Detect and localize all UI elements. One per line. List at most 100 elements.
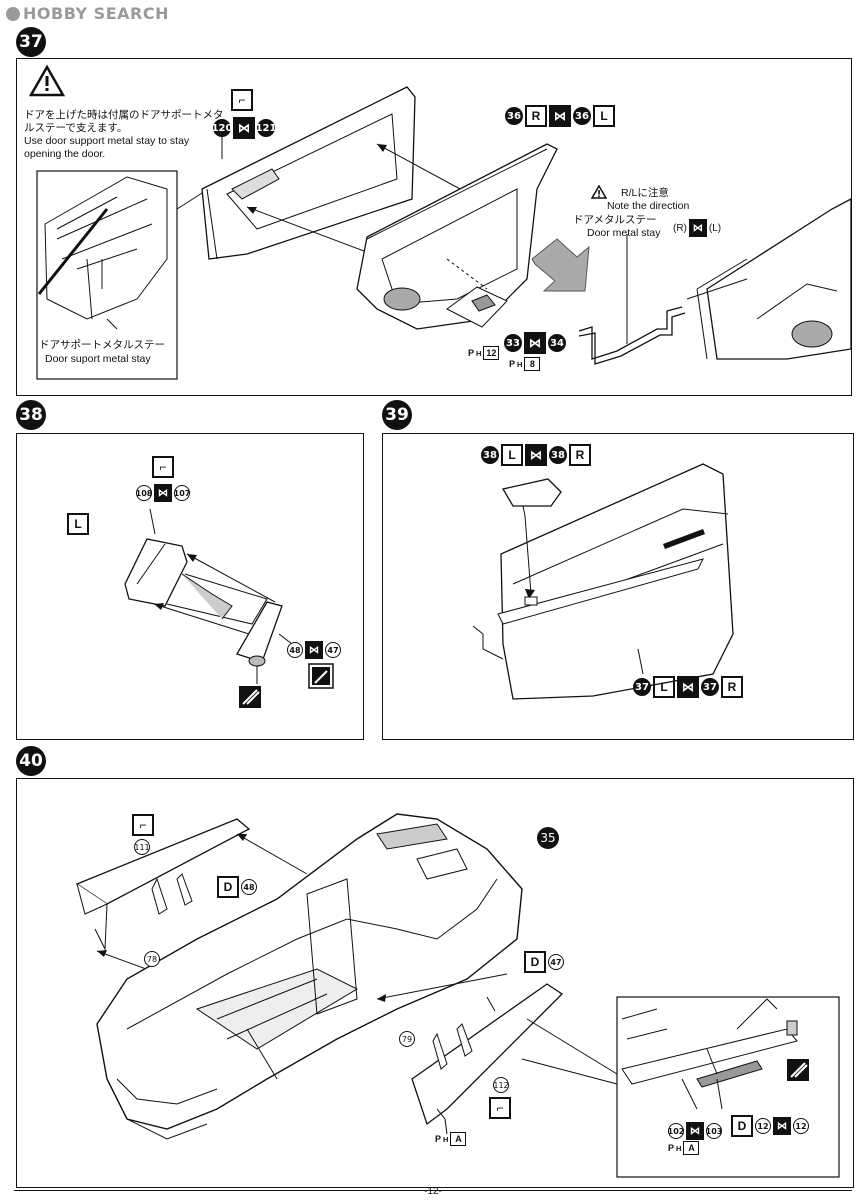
stay-en: Door metal stay (587, 227, 661, 239)
part-79: 79 (399, 1031, 415, 1047)
part-12-b: 12 (793, 1118, 809, 1134)
right-marker: R (525, 105, 547, 127)
support-jp: ドアサポートメタルステー (39, 339, 165, 351)
inset-ph-a-value: A (683, 1141, 700, 1155)
step-37-drawing (28, 64, 852, 380)
part-78: 78 (144, 951, 160, 967)
watermark: HOBBY SEARCH (6, 4, 169, 23)
sprue-d: D (217, 876, 239, 898)
label-38l-38r: 38 L ⋈ 38 R (481, 444, 591, 466)
left-marker: L (501, 444, 523, 466)
pair-icon: ⋈ (233, 117, 255, 139)
part-d48: D 48 (217, 876, 257, 898)
note-en: Note the direction (607, 200, 690, 212)
part-112: 112 (493, 1077, 509, 1093)
step-39-drawing (472, 463, 734, 700)
part-111: 111 (134, 839, 150, 855)
stay-jp: ドアメタルステー (573, 214, 657, 226)
part-120: 120 (212, 119, 232, 137)
cement-icon: ⌐ (489, 1097, 511, 1119)
parts-33-34: 33 ⋈ 34 (504, 332, 566, 354)
step-40-number: 40 (16, 746, 46, 776)
part-107: 107 (174, 485, 190, 501)
part-38-r: 38 (549, 446, 567, 464)
watermark-text: HOBBY SEARCH (23, 4, 169, 23)
part-37-l: 37 (633, 678, 651, 696)
parts-48-47: 48 ⋈ 47 (287, 641, 341, 659)
note-jp: R/Lに注意 (621, 187, 669, 199)
right-marker: R (569, 444, 591, 466)
part-d47: D 47 (524, 951, 564, 973)
door-support-inset (36, 170, 178, 380)
pair-icon: ⋈ (686, 1122, 704, 1140)
step-39-panel: 38 L ⋈ 38 R 37 L ⋈ 37 R (382, 433, 854, 740)
part-102: 102 (668, 1123, 684, 1139)
left-marker: L (67, 513, 89, 535)
part-36-r: 36 (505, 107, 523, 125)
page-number: -12- (424, 1186, 442, 1197)
part-48: 48 (241, 879, 257, 895)
warning-text-en-1: Use door support metal stay to stay (24, 135, 190, 147)
pair-icon: ⋈ (525, 444, 547, 466)
part-108: 108 (136, 485, 152, 501)
label-36r-36l: 36 R ⋈ 36 L (505, 105, 615, 127)
sprue-d: D (731, 1115, 753, 1137)
ph-8-value: 8 (524, 357, 541, 371)
pair-icon: ⋈ (549, 105, 571, 127)
direction-arrow-icon (531, 238, 590, 292)
stay-rl: (R) ⋈ (L) (673, 219, 721, 237)
warning-icon (28, 64, 66, 97)
pair-icon: ⋈ (677, 676, 699, 698)
part-34: 34 (548, 334, 566, 352)
ph-12-value: 12 (483, 346, 500, 360)
sprue-d: D (524, 951, 546, 973)
right-marker: R (721, 676, 743, 698)
part-38-l: 38 (481, 446, 499, 464)
step-38-panel: ⌐ 108 ⋈ 107 L 48 ⋈ 47 (16, 433, 364, 740)
left-marker: L (653, 676, 675, 698)
step-38-number: 38 (16, 400, 46, 430)
warning-text-en-2: opening the door. (24, 148, 106, 160)
parts-120-121: 120 ⋈ 121 (212, 117, 276, 139)
step-37-number: 37 (16, 27, 46, 57)
part-103: 103 (706, 1123, 722, 1139)
side-skirt-inset (616, 996, 840, 1178)
step-40-drawing (75, 813, 840, 1178)
ph-a-value: A (450, 1132, 467, 1146)
part-37-r: 37 (701, 678, 719, 696)
direction-warning-icon (590, 184, 608, 204)
part-47: 47 (325, 642, 341, 658)
label-37l-37r: 37 L ⋈ 37 R (633, 676, 743, 698)
left-marker: L (593, 105, 615, 127)
part-121: 121 (256, 119, 276, 137)
step-37-panel: ドアを上げた時は付属のドアサポートメタルステーで支えます。 Use door s… (16, 58, 852, 396)
part-12-a: 12 (755, 1118, 771, 1134)
parts-102-103: 102 ⋈ 103 (668, 1122, 722, 1140)
step-39-number: 39 (382, 400, 412, 430)
stay-r: (R) (673, 222, 687, 234)
part-33: 33 (504, 334, 522, 352)
cement-icon: ⌐ (152, 456, 174, 478)
footer-divider (14, 1190, 852, 1191)
support-en: Door suport metal stay (45, 353, 151, 365)
pair-icon: ⋈ (688, 219, 707, 237)
step-38-drawing (124, 508, 334, 708)
pair-icon: ⋈ (524, 332, 546, 354)
cement-icon: ⌐ (231, 89, 253, 111)
part-35-body: 35 (537, 827, 559, 849)
warning-text-jp: ドアを上げた時は付属のドアサポートメタルステーで支えます。 (24, 109, 224, 134)
stay-l: (L) (708, 222, 722, 234)
part-48: 48 (287, 642, 303, 658)
watermark-logo-icon (6, 7, 20, 21)
parts-108-107: 108 ⋈ 107 (136, 484, 190, 502)
pair-icon: ⋈ (305, 641, 323, 659)
part-36-l: 36 (573, 107, 591, 125)
pair-icon: ⋈ (154, 484, 172, 502)
part-d12: D 12 ⋈ 12 (731, 1115, 809, 1137)
pair-icon: ⋈ (773, 1117, 791, 1135)
